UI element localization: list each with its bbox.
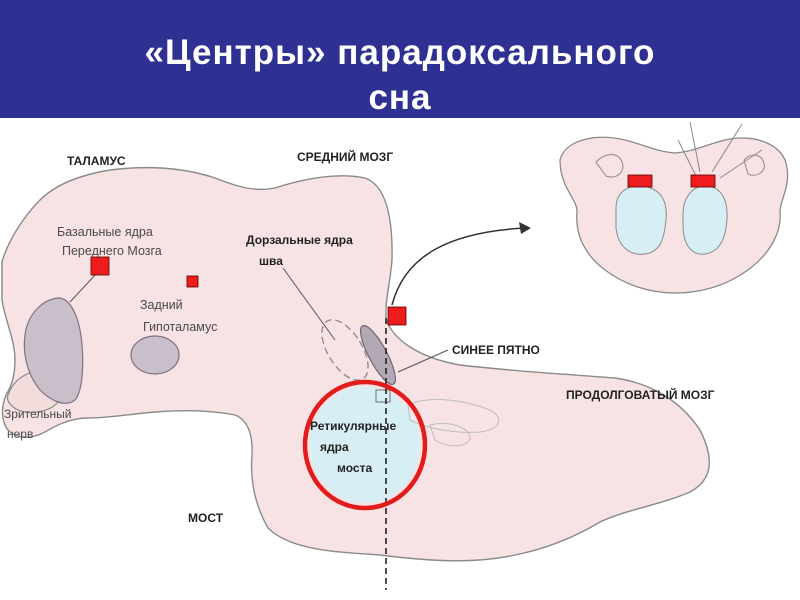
marker-hypothalamus [186,275,199,288]
title-bar [0,0,800,118]
cross-section-right-nucleus [682,185,728,255]
label-reticular-line2: ядра [320,440,349,454]
marker-section-right [690,174,716,188]
label-locus: СИНЕЕ ПЯТНО [452,343,540,357]
label-reticular-line1: Ретикулярные [310,419,396,433]
label-posterior-line1: Задний [140,298,183,312]
title-line-1: «Центры» парадоксального [144,33,656,72]
marker-section-left [627,174,653,188]
cross-section-left-indent [595,154,624,178]
label-dorsal-line1: Дорзальные ядра [246,233,353,247]
brainstem-cross-section [559,136,789,294]
label-midbrain: СРЕДНИЙ МОЗГ [297,149,393,164]
reticular-highlight-ring [302,379,428,511]
marker-locus [387,306,407,326]
label-thalamus: ТАЛАМУС [67,154,126,168]
title-line-2: сна [368,78,432,117]
label-pons: МОСТ [188,511,224,525]
cross-section-fiber-4 [677,139,697,177]
label-basal-line2: Переднего Мозга [62,244,162,258]
label-reticular-line3: моста [337,461,372,475]
section-arrow-head [519,222,531,234]
cross-section-fiber-1 [689,121,701,173]
medulla-inner-outline [407,399,500,433]
label-dorsal-line2: шва [259,254,283,268]
label-medulla: ПРОДОЛГОВАТЫЙ МОЗГ [566,387,715,402]
posterior-hypothalamus-structure [130,335,180,375]
cross-section-fiber-3 [719,149,763,179]
locus-box [375,389,391,403]
marker-basal [90,256,110,276]
reticular-nuclei-region [310,387,420,503]
basal-pointer [69,273,97,303]
label-posterior-line2: Гипоталамус [143,320,217,334]
slide-title: «Центры» парадоксального сна [0,30,800,120]
section-arrow [391,227,526,306]
dorsal-raphe-outline [321,319,369,381]
label-optic-line2: нерв [7,427,33,441]
label-optic-line1: Зрительный [4,407,71,421]
label-basal-line1: Базальные ядра [57,225,153,239]
cross-section-left-nucleus [615,185,667,255]
medulla-inner-outline-2 [429,423,471,447]
basal-forebrain-structure [23,297,84,404]
dorsal-pointer [282,267,336,341]
locus-pointer [397,349,449,373]
cross-section-fiber-2 [711,123,743,173]
brain-sagittal-section [1,166,710,562]
cross-section-right-indent [743,154,765,176]
